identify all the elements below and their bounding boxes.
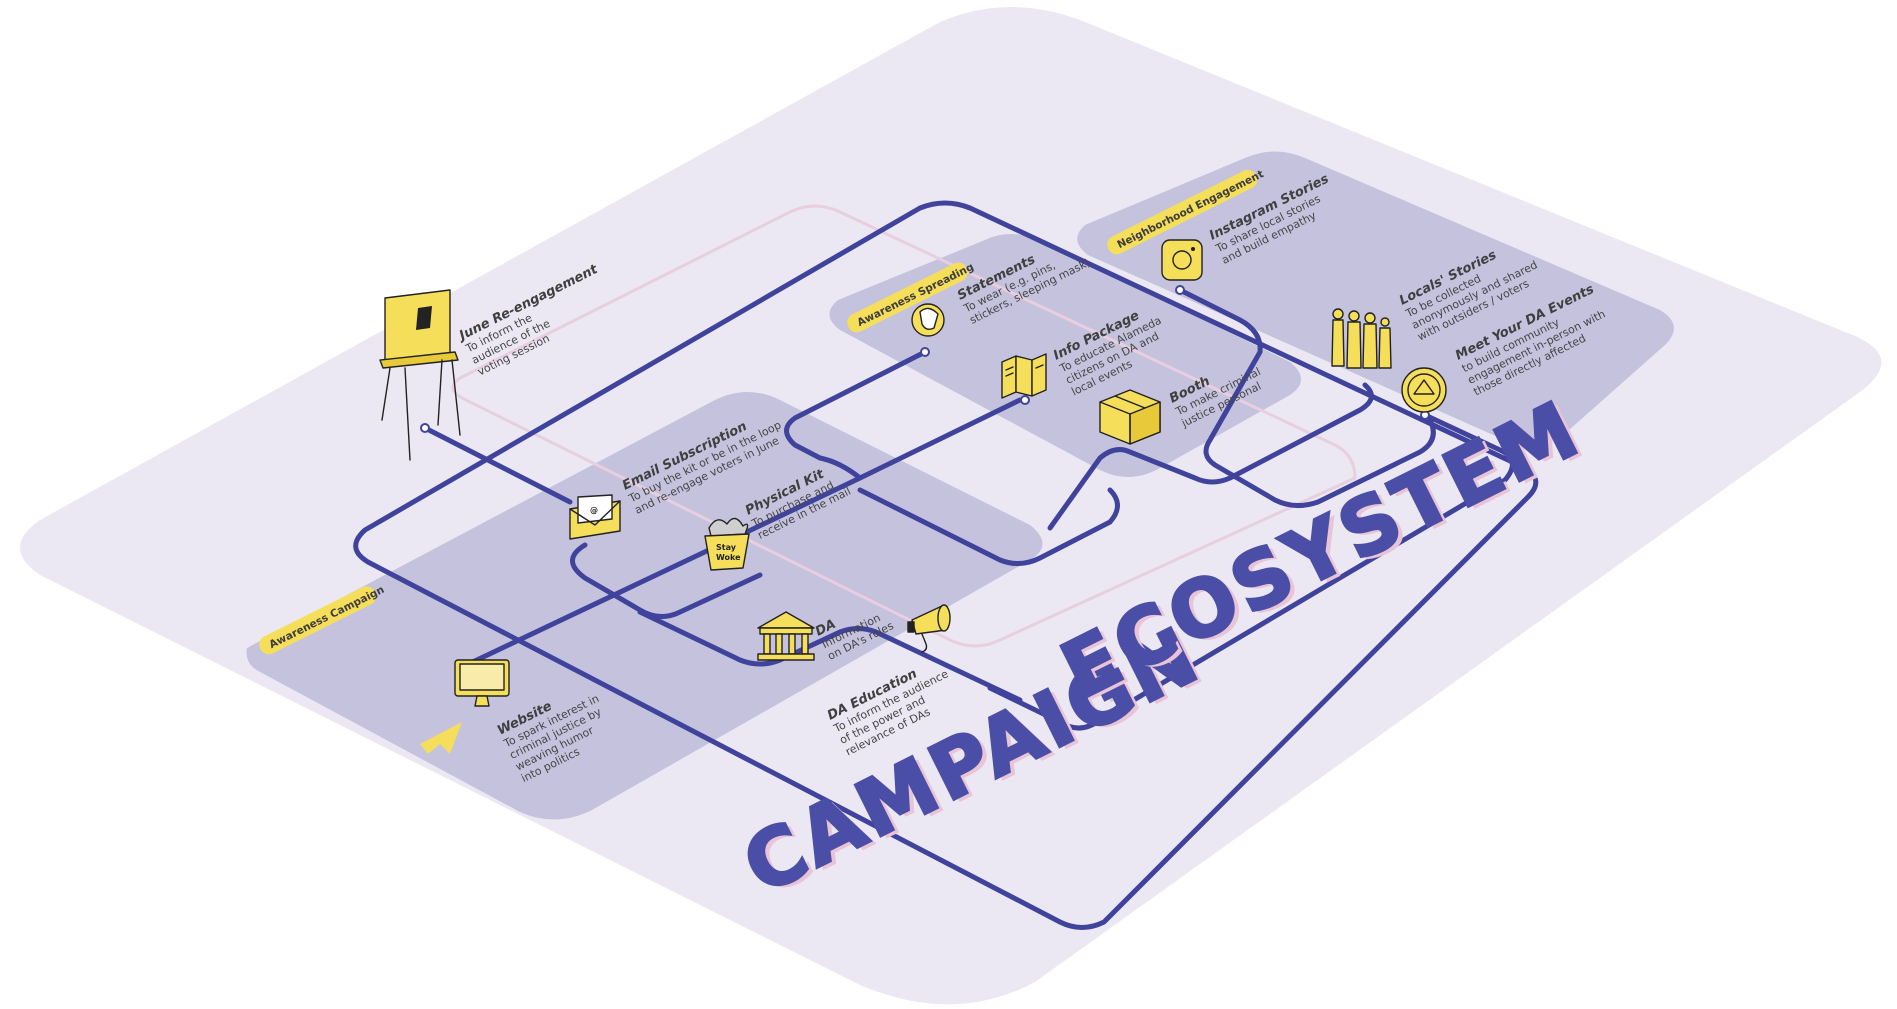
- path-nodes: [420, 285, 1430, 433]
- instagram-icon[interactable]: [1161, 239, 1203, 281]
- plant-pot-icon[interactable]: Stay Woke: [704, 517, 750, 571]
- zone-awareness-spreading: [829, 234, 1301, 478]
- path-da-route: [637, 609, 1023, 703]
- svg-text:@: @: [590, 506, 598, 515]
- path-kit-to-booth: [857, 487, 1120, 566]
- email-envelope-icon[interactable]: @: [569, 494, 621, 540]
- courthouse-icon[interactable]: [757, 611, 815, 661]
- node-info: [1020, 395, 1030, 405]
- people-group-icon[interactable]: [1331, 308, 1392, 369]
- path-website-to-kit: [457, 397, 1023, 671]
- zone-neighborhood-engagement: [1077, 151, 1674, 444]
- county-seal-icon[interactable]: [1401, 367, 1447, 413]
- voting-booth-icon[interactable]: [379, 289, 461, 461]
- booth-boxes-icon[interactable]: [1099, 389, 1161, 445]
- journey-path-network: [353, 200, 1539, 930]
- node-june: [420, 423, 430, 433]
- node-statements: [920, 347, 930, 357]
- start-arrow-icon[interactable]: [420, 722, 462, 754]
- computer-monitor-icon[interactable]: [454, 659, 510, 707]
- node-instagram: [1175, 285, 1185, 295]
- pin-badge-icon[interactable]: [911, 303, 945, 337]
- svg-text:Stay: Stay: [716, 543, 737, 552]
- path-june-to-email: [422, 425, 573, 505]
- path-meetda-return: [987, 412, 1515, 731]
- megaphone-icon[interactable]: [907, 604, 951, 653]
- path-kit-to-statements: [784, 349, 928, 481]
- brochure-icon[interactable]: [1001, 353, 1047, 399]
- svg-text:Woke: Woke: [716, 553, 741, 562]
- path-booth-branch: [1047, 382, 1374, 531]
- path-instagram-drop: [1177, 287, 1436, 508]
- background-loop-path: [451, 204, 1357, 648]
- path-outer-loop: [353, 200, 1539, 930]
- zone-awareness-campaign: [246, 392, 1043, 820]
